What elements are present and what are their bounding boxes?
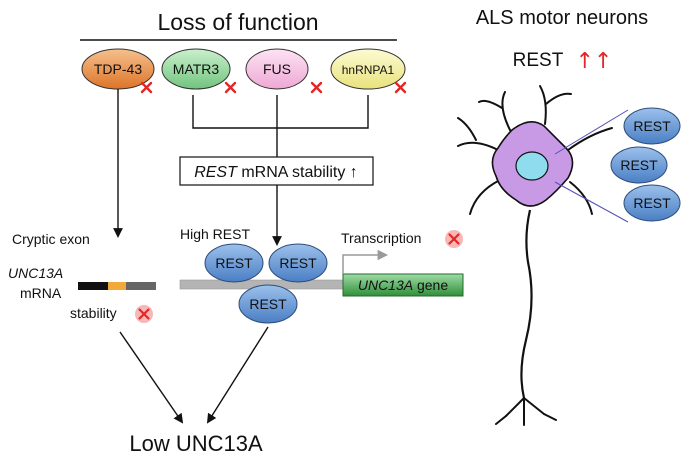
rest-protein: REST [268,243,328,283]
mrna-strand [78,282,156,290]
zoom-line [554,109,629,155]
gene-box [342,273,464,297]
rest-label: REST [215,255,253,271]
cryptic-exon-label: Cryptic exon [12,231,90,247]
protein-label: hnRNPA1 [342,63,395,77]
mrna-label: mRNA [20,285,62,301]
gene-box-text: UNC13A gene [358,277,448,293]
stability-label: stability [70,305,117,321]
protein-matr3: MATR3 [161,48,231,90]
protein-label: TDP-43 [94,61,142,77]
cross-icon [135,305,153,323]
mrna-to-low-arrow [119,331,184,424]
cross-icon [445,230,463,248]
high-rest-label: High REST [180,226,250,242]
rest-protein: REST [623,107,681,145]
neuron-icon [457,85,613,426]
cross-icon [140,81,407,94]
rest-up-label: REST [513,50,564,71]
rest-to-low-arrow [206,326,269,424]
up-arrows-icon: ↑↑ [576,49,613,74]
rest-label: REST [249,296,287,312]
protein-label: FUS [263,61,291,77]
protein-fus: FUS [245,48,309,90]
stability-box-text: REST mRNA stability ↑ [194,164,358,181]
transcription-arrow [342,249,389,274]
rest-protein: REST [623,184,681,222]
bottom-title: Low UNC13A [129,431,263,456]
protein-hnrnpa1: hnRNPA1 [330,48,406,90]
rest-label: REST [633,195,671,211]
title: Loss of function [157,9,318,35]
rest-protein: REST [238,284,298,324]
transcription-label: Transcription [341,230,421,246]
rest-protein: REST [610,146,668,184]
rest-label: REST [633,118,671,134]
zoom-line [554,181,629,223]
protein-tdp43: TDP-43 [81,48,155,90]
mrna-gene-label: UNC13A [8,265,63,281]
rest-label: REST [279,255,317,271]
protein-label: MATR3 [173,61,220,77]
rest-label: REST [620,157,658,173]
bracket-line [192,95,369,129]
right-title: ALS motor neurons [476,7,648,29]
rest-protein: REST [204,243,264,283]
